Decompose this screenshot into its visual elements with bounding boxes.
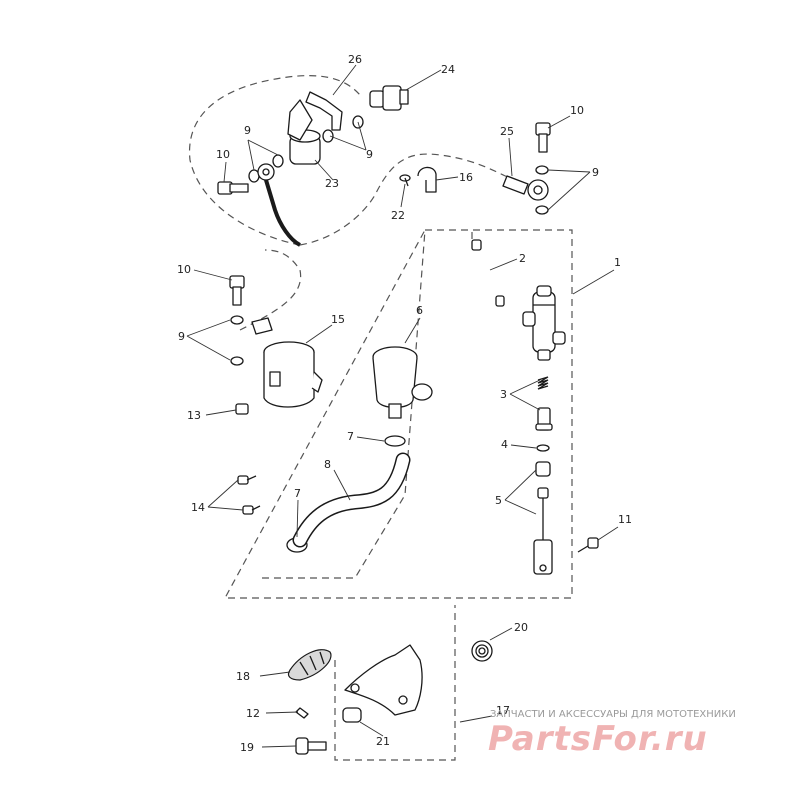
part-9-washers [230,115,549,366]
callout-15: 15 [331,313,345,326]
brake-line-upper [251,163,302,335]
dashed-guides [188,75,573,761]
watermark-tagline: ЗАПЧАСТИ И АКСЕССУАРЫ ДЛЯ МОТОТЕХНИКИ [490,709,736,720]
part-12-clip [295,707,309,719]
part-6-reservoir [372,346,433,419]
callout-6: 6 [416,304,423,317]
callout-2: 2 [519,252,526,265]
callout-7-lower: 7 [294,487,301,500]
part-24-switch [369,85,409,111]
callout-5: 5 [495,494,502,507]
callout-12: 12 [246,707,260,720]
callout-1: 1 [614,256,621,269]
callout-4: 4 [501,438,508,451]
callout-3: 3 [500,388,507,401]
callout-9-right: 9 [592,166,599,179]
callout-25: 25 [500,125,514,138]
callout-17: 17 [496,704,510,717]
callout-16: 16 [459,171,473,184]
part-1-master-cylinder [522,285,566,361]
part-19-pivot-bolt [295,737,327,755]
part-14-screws [237,475,261,515]
part-8-hose [292,452,411,548]
leader-lines [186,64,619,748]
callout-18: 18 [236,670,250,683]
callout-9-top-left: 9 [244,124,251,137]
callout-13: 13 [187,409,201,422]
callout-26: 26 [348,53,362,66]
callout-19: 19 [240,741,254,754]
callout-labels: 1 2 3 4 5 6 7 7 8 9 9 9 9 10 10 10 11 12… [177,53,632,754]
part-21-bush [342,707,362,723]
callout-7-upper: 7 [347,430,354,443]
part-13-screw [235,403,249,415]
callout-14: 14 [191,501,205,514]
part-5-push-rod [533,461,553,575]
part-3-spring-piston [535,376,553,431]
callout-10-top-left: 10 [216,148,230,161]
part-20-spring [471,640,493,662]
watermark-logo: PartsFor.ru [488,719,708,759]
part-15-bracket [263,341,323,408]
part-22-screw [399,174,411,187]
callout-10-left: 10 [177,263,191,276]
callout-24: 24 [441,63,455,76]
callout-20: 20 [514,621,528,634]
callout-21: 21 [376,735,390,748]
callout-11: 11 [618,513,632,526]
part-18-pedal-rubber [287,649,332,681]
part-2-pipe [471,239,505,307]
watermark: ЗАПЧАСТИ И АКСЕССУАРЫ ДЛЯ МОТОТЕХНИКИ Pa… [488,709,736,759]
part-4-seal [536,444,550,452]
callout-9-left: 9 [178,330,185,343]
callout-8: 8 [324,458,331,471]
callout-10-right: 10 [570,104,584,117]
callout-22: 22 [391,209,405,222]
part-16-p-clip [417,166,437,193]
part-17-pedal-bracket [344,644,423,716]
callout-9-top-mid: 9 [366,148,373,161]
part-25-hose [502,175,549,201]
callout-23: 23 [325,177,339,190]
part-10-bolts [217,122,551,306]
part-26-pipe [287,91,343,141]
part-11-bolt [577,537,599,553]
